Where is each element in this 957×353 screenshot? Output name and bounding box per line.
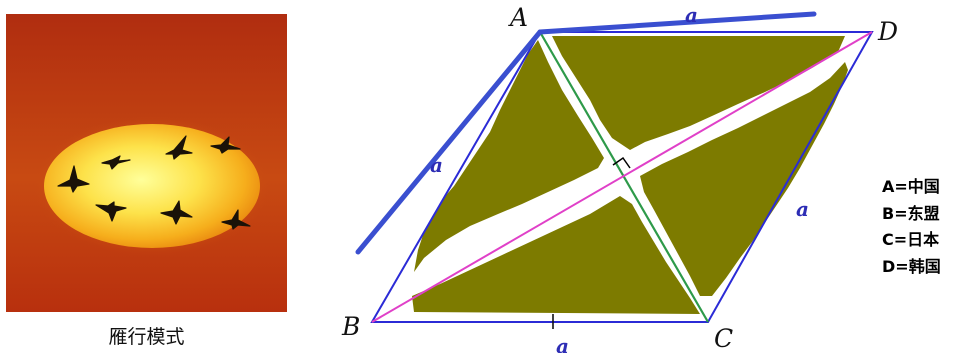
legend-item-b: B=东盟	[882, 203, 940, 223]
vertex-label-c: C	[714, 324, 733, 353]
side-label-top: a	[685, 3, 698, 27]
shaded-region-left	[414, 40, 604, 272]
geese-sunset-photo	[6, 14, 287, 312]
thick-line-a-top	[537, 11, 817, 35]
shaded-regions	[412, 36, 848, 314]
shaded-region-bottom	[412, 196, 700, 314]
side-label-bottom: a	[556, 334, 569, 353]
goose-2	[101, 155, 131, 170]
legend-key: D	[882, 256, 896, 276]
legend-key: C	[882, 230, 894, 249]
goose-3	[165, 135, 193, 160]
legend-key: B	[882, 203, 895, 223]
geese-flock	[57, 135, 251, 230]
side-label-left: a	[430, 153, 443, 177]
goose-6	[160, 200, 193, 225]
legend-value: 东盟	[907, 203, 940, 223]
legend-value: 韩国	[908, 256, 941, 276]
goose-1	[57, 165, 90, 193]
legend-key: A	[882, 177, 895, 196]
legend-value: 中国	[907, 177, 940, 196]
photo-caption: 雁行模式	[108, 326, 185, 348]
sun	[44, 124, 260, 248]
legend-item-a: A=中国	[882, 177, 940, 196]
goose-7	[221, 209, 251, 230]
vertex-label-b: B	[341, 312, 360, 341]
side-label-right: a	[796, 197, 809, 221]
right-angle-marker	[612, 156, 631, 169]
shaded-region-top	[552, 36, 845, 150]
goose-5	[95, 201, 127, 222]
shaded-region-right	[640, 62, 848, 296]
geese-sunset-illustration	[6, 14, 287, 312]
legend-item-d: D=韩国	[882, 256, 941, 276]
vertex-legend: A=中国 B=东盟 C=日本 D=韩国	[882, 174, 941, 280]
diagonal-bd	[371, 31, 873, 323]
diagonal-ac	[539, 31, 709, 323]
legend-item-c: C=日本	[882, 230, 940, 249]
vertex-label-a: A	[508, 3, 528, 32]
goose-4	[210, 136, 241, 154]
vertex-label-d: D	[877, 17, 898, 46]
legend-value: 日本	[907, 230, 940, 249]
thick-line-a-left	[355, 29, 543, 255]
